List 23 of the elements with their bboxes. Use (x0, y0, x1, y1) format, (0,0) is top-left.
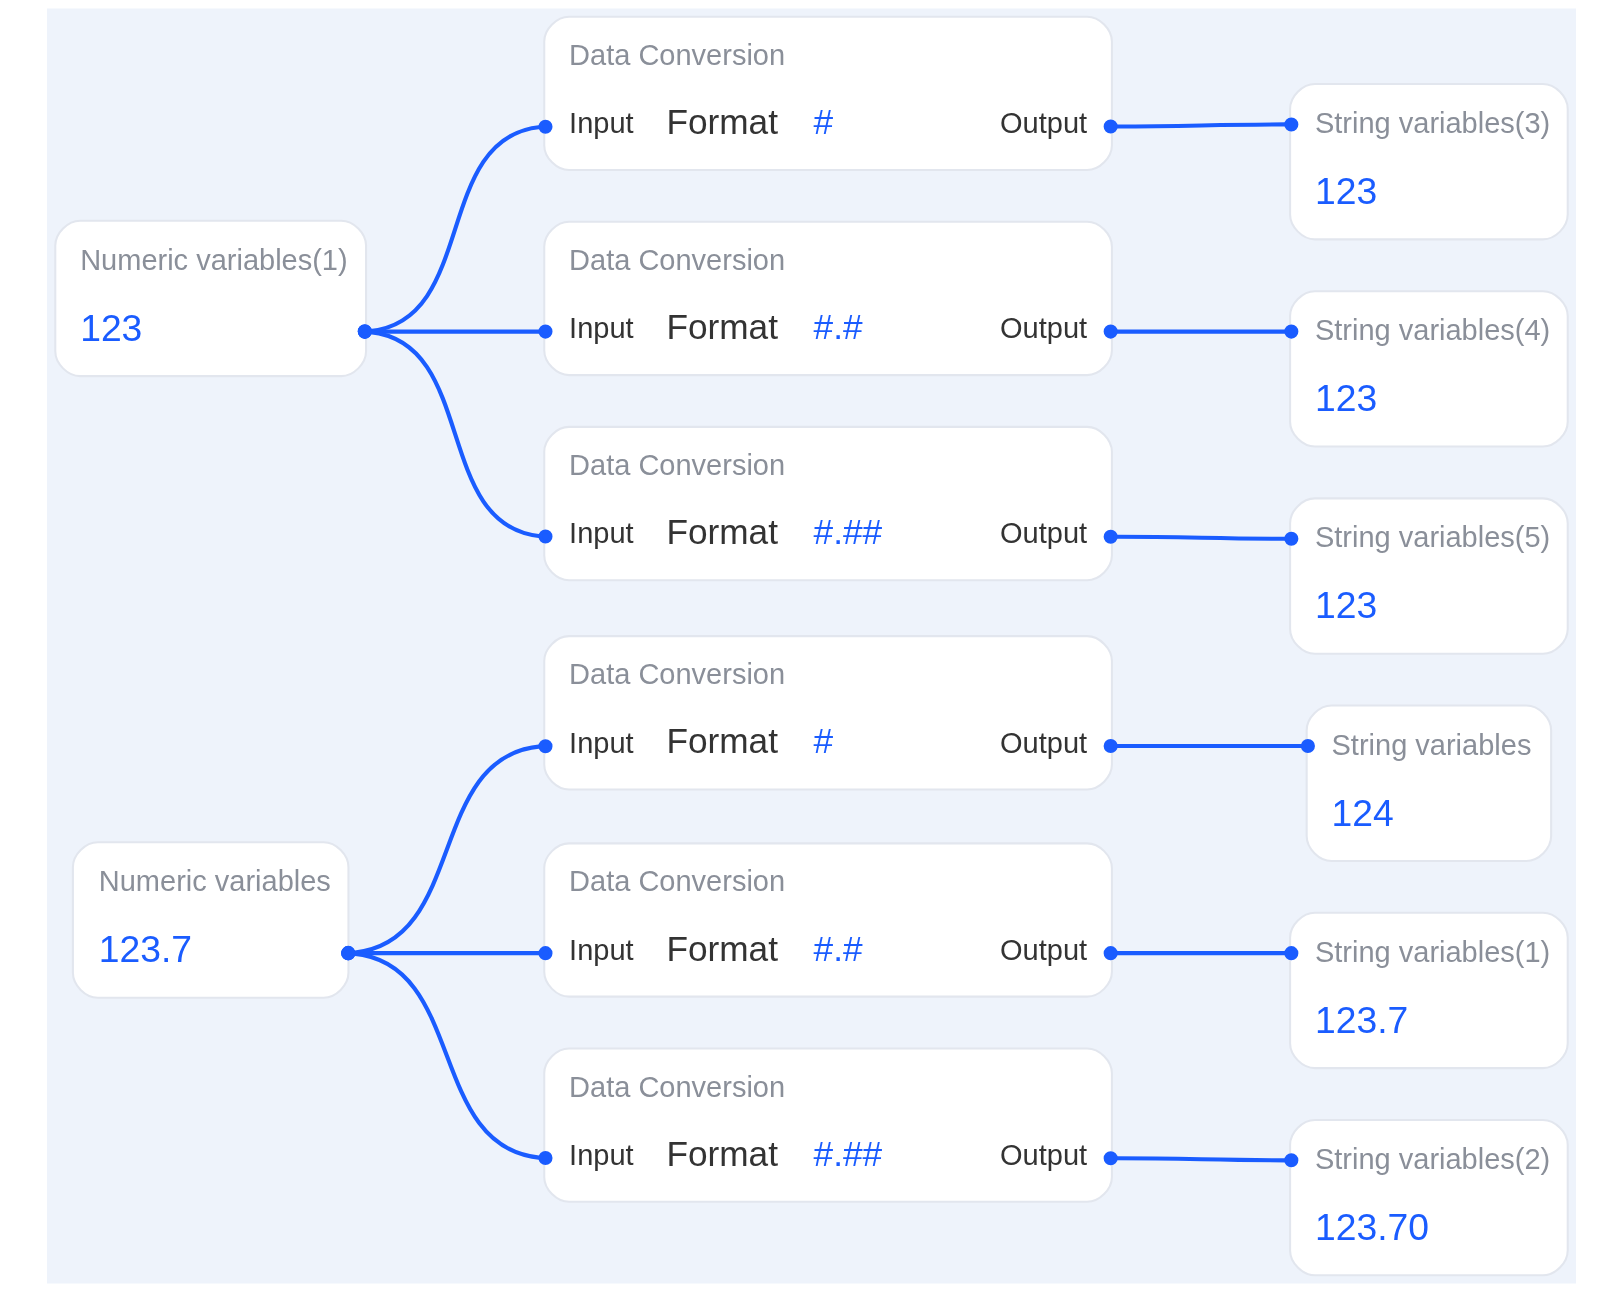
connector (357, 324, 553, 339)
connector (1103, 1151, 1298, 1168)
connector (1103, 946, 1298, 961)
node-box: String variables(4) 123 (1288, 290, 1569, 448)
node-box: Numeric variables 123.7 (71, 841, 349, 999)
node-box: Numeric variables(1) 123 (53, 219, 367, 378)
node-box: String variables(3) 123 (1288, 83, 1569, 241)
connector (357, 324, 553, 544)
connector (1103, 324, 1298, 339)
node-box: Data Conversion Input Format #.# Output (542, 220, 1113, 377)
node-box: String variables(5) 123 (1288, 497, 1569, 655)
connector (1103, 529, 1298, 546)
node-box: Data Conversion Input Format # Output (542, 15, 1113, 172)
node-box: String variables 124 (1305, 704, 1552, 862)
node-box: Data Conversion Input Format #.# Output (542, 842, 1113, 998)
node-box: Data Conversion Input Format #.## Output (542, 1047, 1113, 1203)
connector (357, 119, 553, 339)
node-box: String variables(1) 123.7 (1288, 911, 1569, 1070)
node-box: Data Conversion Input Format # Output (542, 635, 1113, 791)
connector (1103, 117, 1298, 134)
node-box: String variables(2) 123.70 (1288, 1118, 1569, 1277)
node-box: Data Conversion Input Format #.## Output (542, 425, 1113, 582)
connector (1103, 738, 1315, 753)
